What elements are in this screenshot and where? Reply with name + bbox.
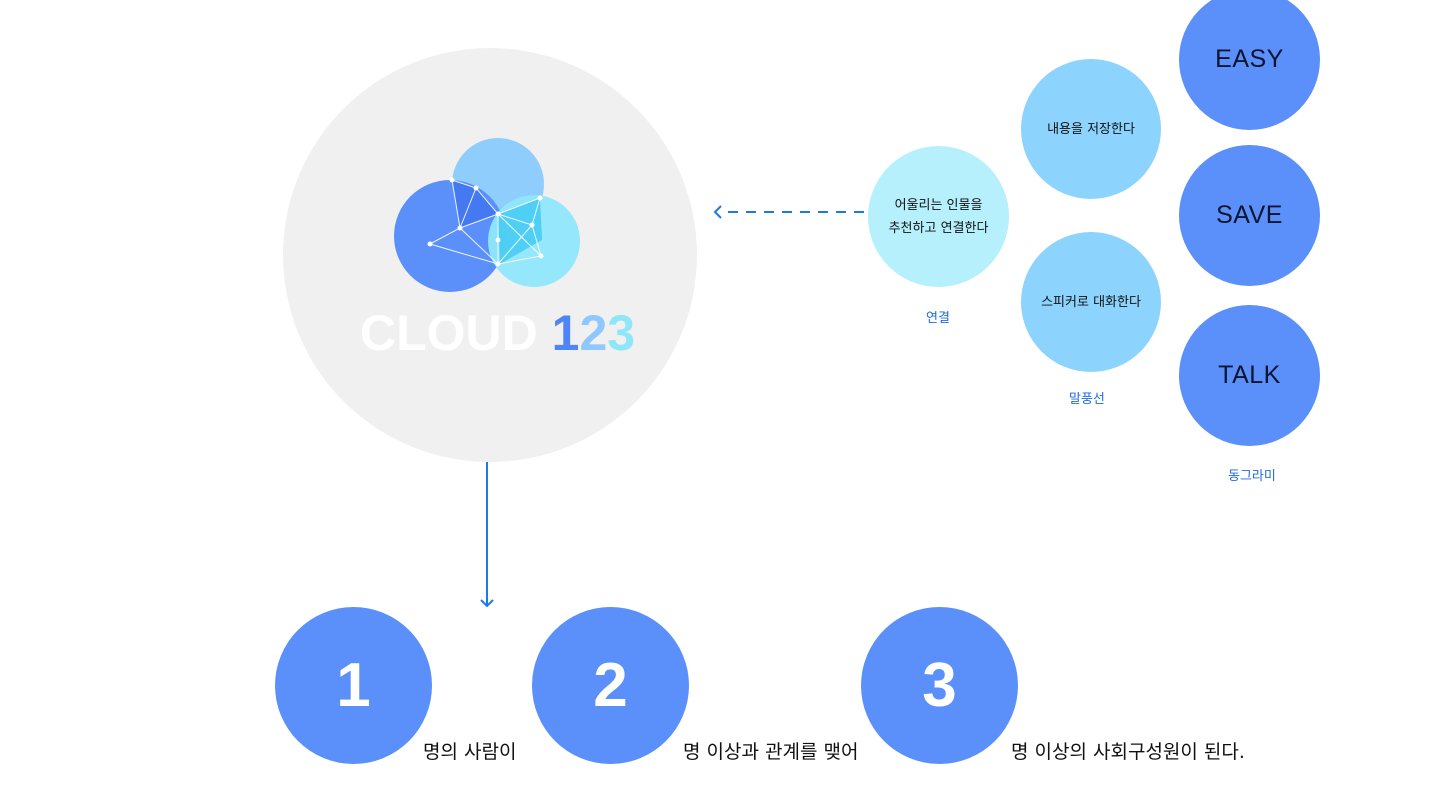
cloud-logo-icon bbox=[394, 138, 580, 292]
save-content-circle: 내용을 저장한다 bbox=[1021, 59, 1161, 199]
step-3-circle: 3 bbox=[861, 607, 1018, 764]
step-2-number: 2 bbox=[593, 651, 628, 720]
step-2-circle: 2 bbox=[532, 607, 689, 764]
step-1-circle: 1 bbox=[275, 607, 432, 764]
sticker-talk-circle: 스피커로 대화한다 bbox=[1021, 232, 1161, 372]
step-3-text: 명 이상의 사회구성원이 된다. bbox=[1011, 741, 1245, 763]
save-content-label: 내용을 저장한다 bbox=[1047, 121, 1135, 137]
keyword-save: SAVE bbox=[1216, 201, 1283, 229]
dashed-arrow-head bbox=[713, 205, 722, 219]
step-3-number: 3 bbox=[922, 651, 957, 720]
keyword-talk: TALK bbox=[1218, 361, 1281, 389]
step-1-text: 명의 사람이 bbox=[423, 741, 517, 763]
connect-caption: 연결 bbox=[926, 311, 950, 326]
step-1-number: 1 bbox=[336, 651, 371, 720]
sticker-caption: 말풍선 bbox=[1069, 392, 1105, 407]
connect-line-1: 어울리는 인물을 bbox=[894, 197, 983, 213]
logo-digit-2: 2 bbox=[579, 305, 608, 361]
logo-digit-3: 3 bbox=[607, 305, 636, 361]
logo-wordmark: CLOUD 123 bbox=[360, 304, 635, 362]
connect-line-2: 추천하고 연결한다 bbox=[888, 220, 989, 236]
down-arrow-head bbox=[480, 599, 494, 608]
keyword-easy-circle: EASY bbox=[1179, 0, 1320, 130]
sticker-talk-label: 스피커로 대화한다 bbox=[1041, 294, 1141, 310]
logo-word: CLOUD bbox=[360, 305, 538, 361]
keyword-save-circle: SAVE bbox=[1179, 145, 1320, 286]
keyword-easy: EASY bbox=[1215, 45, 1284, 73]
step-2-text: 명 이상과 관계를 맺어 bbox=[683, 741, 859, 763]
connect-circle: 어울리는 인물을 추천하고 연결한다 bbox=[868, 146, 1009, 287]
keywords-caption: 동그라미 bbox=[1228, 469, 1276, 484]
logo-digit-1: 1 bbox=[551, 305, 580, 361]
keyword-talk-circle: TALK bbox=[1179, 305, 1320, 446]
